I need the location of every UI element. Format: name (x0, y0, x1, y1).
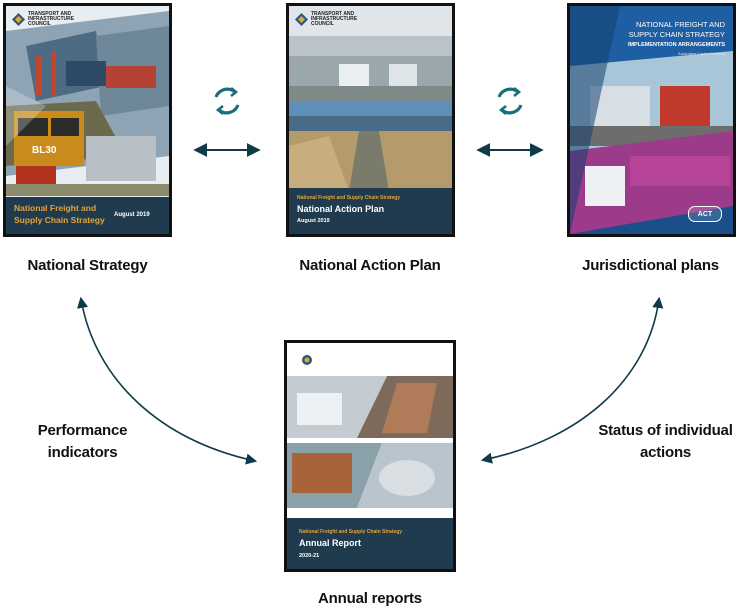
label-annual-reports: Annual reports (318, 590, 422, 607)
strategy-title-line2: Supply Chain Strategy (14, 215, 105, 225)
jurisdictional-title-line2: SUPPLY CHAIN STRATEGY (628, 30, 725, 39)
council-logo-icon (295, 13, 308, 26)
council-logo: TRANSPORT AND INFRASTRUCTURE COUNCIL (295, 12, 371, 27)
annual-report-cover: National Freight and Supply Chain Strate… (284, 340, 456, 572)
council-name: TRANSPORT AND INFRASTRUCTURE COUNCIL (311, 11, 358, 27)
strategy-title-band: National Freight and Supply Chain Strate… (6, 197, 169, 234)
status-line2: actions (639, 444, 692, 461)
curved-arrow-performance (77, 296, 258, 465)
label-national-strategy: National Strategy (27, 257, 148, 274)
act-badge: ACT (688, 206, 722, 222)
act-badge-text: ACT (697, 210, 713, 218)
annual-report-title: Annual Report (299, 538, 361, 548)
label-performance-indicators: Performance indicators (20, 420, 145, 464)
freight-photos (289, 6, 452, 191)
annual-report-title-band: National Freight and Supply Chain Strate… (287, 518, 453, 569)
council-logo-icon (12, 13, 25, 26)
jurisdictional-plan-cover: NATIONAL FREIGHT AND SUPPLY CHAIN STRATE… (567, 3, 736, 237)
jurisdictional-territory: Australian Capital Territory (678, 51, 725, 56)
label-status-of-individual-actions: Status of individual actions (593, 420, 738, 464)
action-plan-subtitle: National Freight and Supply Chain Strate… (297, 195, 401, 201)
train-number: BL30 (32, 145, 57, 156)
performance-line2: indicators (47, 444, 118, 461)
label-jurisdictional-plans: Jurisdictional plans (582, 257, 719, 274)
annual-report-year: 2020-21 (299, 553, 320, 559)
strategy-date: August 2019 (114, 212, 150, 218)
jurisdictional-subtitle: IMPLEMENTATION ARRANGEMENTS (627, 42, 725, 48)
cycle-icon-left (214, 86, 240, 116)
performance-line1: Performance (37, 422, 128, 439)
status-line1: Status of individual (598, 422, 733, 439)
national-action-plan-cover: TRANSPORT AND INFRASTRUCTURE COUNCIL Nat… (286, 3, 455, 237)
jurisdictional-title-line1: NATIONAL FREIGHT AND (635, 20, 725, 29)
action-plan-title: National Action Plan (297, 204, 385, 214)
annual-report-subtitle: National Freight and Supply Chain Strate… (299, 529, 403, 535)
action-plan-date: August 2019 (297, 218, 330, 224)
strategy-title-line1: National Freight and (14, 203, 97, 213)
curved-arrow-status (480, 296, 664, 464)
cycle-icon-right (497, 86, 523, 116)
council-name: TRANSPORT AND INFRASTRUCTURE COUNCIL (28, 11, 75, 27)
annual-report-photos (287, 343, 453, 569)
label-national-action-plan: National Action Plan (299, 257, 441, 274)
port-and-rail-photo (6, 6, 169, 234)
council-logo: TRANSPORT AND INFRASTRUCTURE COUNCIL (12, 12, 88, 27)
national-strategy-cover: TRANSPORT AND INFRASTRUCTURE COUNCIL BL3… (3, 3, 172, 237)
action-plan-title-band: National Freight and Supply Chain Strate… (289, 188, 452, 234)
